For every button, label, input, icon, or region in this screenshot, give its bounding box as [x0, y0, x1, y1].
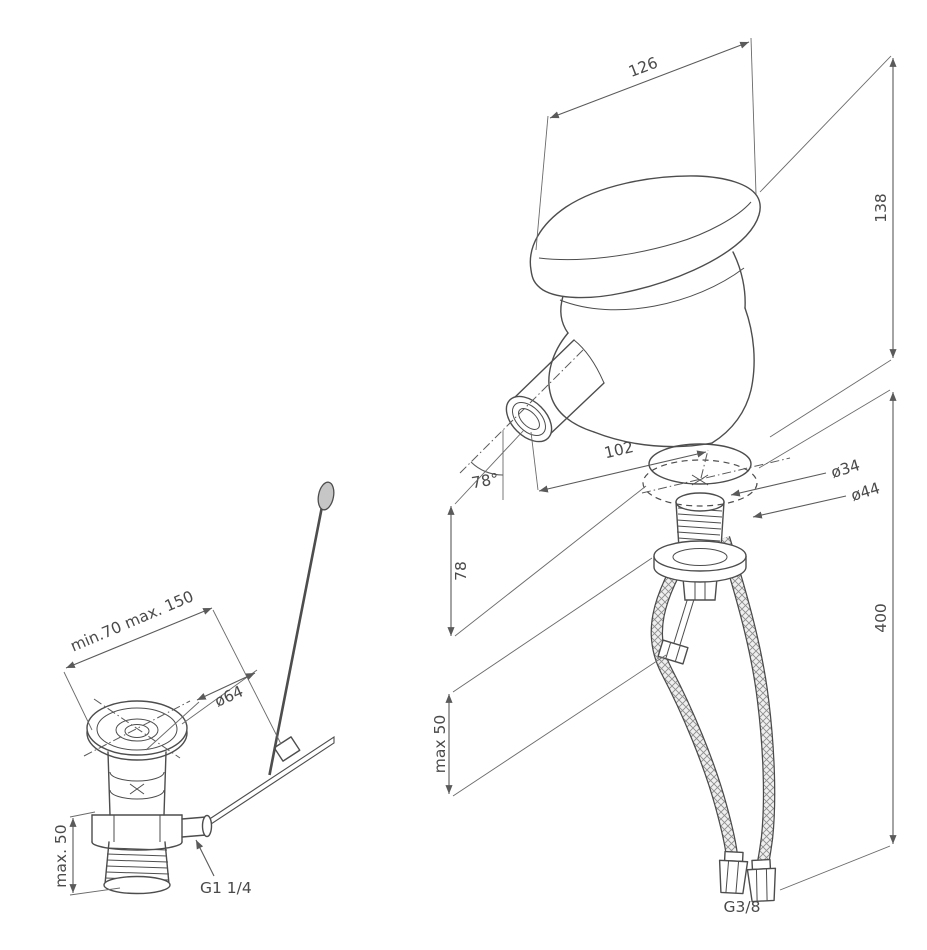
faucet-body: [548, 267, 755, 448]
dim-dia34-label: ø34: [829, 456, 862, 482]
dim-400: 400: [758, 389, 897, 891]
body-shoulder-line: [559, 267, 745, 311]
body-left-contour: [548, 332, 595, 433]
dim-400-label: 400: [872, 603, 890, 633]
horizontal-linkage-rod: [204, 735, 335, 830]
flange-centerline-2: [93, 698, 181, 759]
pull-rod-knob: [317, 481, 335, 511]
shank-top-ellipse: [675, 492, 725, 512]
dim-78: 78: [447, 429, 647, 637]
dim-dia44: ø44: [752, 479, 882, 519]
dim-126-label: 126: [626, 54, 660, 81]
linkage-port: [201, 814, 213, 838]
thread-g38-label: G3/8: [724, 898, 761, 916]
flexible-hoses: [650, 536, 777, 903]
faucet-drawing: [505, 175, 791, 903]
rod-coupling: [273, 736, 301, 762]
dim-138-label: 138: [872, 193, 890, 223]
braided-hose-right: [719, 536, 775, 869]
dim-dia44-label: ø44: [849, 479, 882, 505]
dim-max50-drain: max. 50: [52, 811, 121, 896]
pull-rod: [268, 503, 324, 776]
washer: [653, 540, 747, 572]
dim-max50-drain-label: max. 50: [52, 824, 70, 887]
dim-max50-faucet-label: max 50: [431, 715, 449, 773]
aerator: [518, 408, 540, 430]
dim-angle-78-label: 78°: [470, 470, 500, 492]
lever-outline: [529, 175, 761, 299]
pull-rod-assembly: [204, 481, 335, 830]
dimensions: 126 138 102 ø34 ø44 78°: [52, 37, 897, 916]
braided-hose-left: [651, 539, 737, 858]
body-bottom-contour: [593, 431, 713, 448]
lever-edge-line: [538, 201, 752, 261]
flange-centerline-1: [83, 700, 191, 757]
threaded-tailpiece: [103, 841, 171, 895]
dim-g114: G1 1/4: [195, 839, 252, 897]
dim-138: 138: [759, 55, 897, 438]
drain-flange: [83, 698, 191, 761]
dim-max50-faucet: max 50: [431, 557, 667, 797]
drain-body: [91, 751, 213, 895]
dim-78-label: 78: [452, 561, 470, 581]
thread-g114-label: G1 1/4: [200, 879, 252, 897]
spout-outlet-mid: [512, 402, 546, 436]
dim-102-label: 102: [602, 438, 635, 462]
dim-angle-78: 78°: [459, 349, 584, 500]
dim-g38: G3/8: [724, 898, 761, 916]
body-right-contour: [711, 307, 755, 444]
dim-dia64-label: ø64: [212, 682, 246, 710]
dim-min70-max150-label: min.70 max. 150: [68, 587, 197, 655]
lever-handle: [529, 175, 761, 334]
base-ellipse: [648, 443, 752, 485]
popup-drain-drawing: [83, 481, 335, 895]
spout-outlet-outer: [505, 395, 553, 443]
hose-nut-right: [746, 858, 777, 903]
undercounter-hardware: [653, 492, 747, 601]
spout: [505, 339, 605, 443]
drain-nut: [91, 814, 213, 851]
spout-axis-centerline: [459, 349, 584, 474]
stud-nut: [657, 639, 689, 665]
hose-nut-left: [718, 850, 749, 895]
